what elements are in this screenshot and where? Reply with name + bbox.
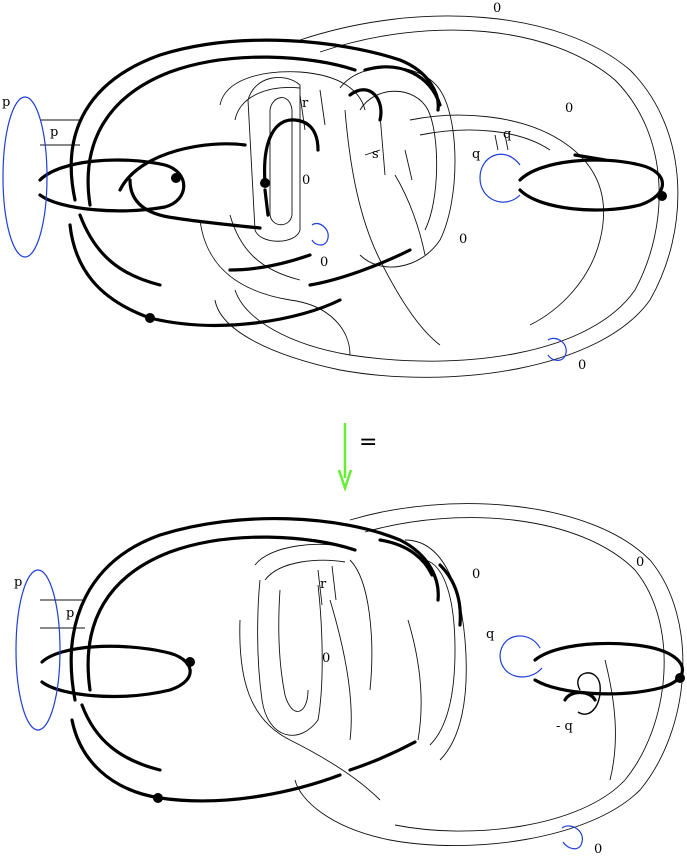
label-p-outer: p bbox=[2, 95, 10, 110]
meridian-q bbox=[499, 635, 543, 678]
label-minus-q: - q bbox=[556, 719, 573, 734]
dot bbox=[171, 173, 181, 183]
top-surface-lines bbox=[40, 15, 679, 378]
label-q-left: q bbox=[472, 147, 480, 162]
bottom-meridians bbox=[15, 569, 601, 850]
label-p-inner: p bbox=[66, 606, 74, 621]
label-r: r bbox=[320, 577, 327, 592]
meridian-small bbox=[311, 222, 329, 246]
label-r: r bbox=[302, 96, 309, 111]
meridian-bottom bbox=[547, 337, 567, 361]
bottom-dots bbox=[153, 657, 685, 803]
label-zero-small: 0 bbox=[320, 255, 328, 270]
label-zero-top: 0 bbox=[493, 1, 501, 16]
dot bbox=[153, 793, 163, 803]
top-thick-strands bbox=[38, 38, 665, 327]
label-zero-tube: 0 bbox=[472, 567, 480, 582]
label-s: s bbox=[372, 147, 379, 162]
label-zero-right: 0 bbox=[565, 101, 573, 116]
meridian-minus-q bbox=[577, 672, 601, 715]
meridian-q bbox=[479, 153, 521, 203]
meridian-p bbox=[15, 569, 61, 731]
equals-sign: = bbox=[359, 430, 377, 455]
label-q: q bbox=[486, 627, 494, 642]
top-blue-meridians bbox=[2, 96, 567, 361]
dot bbox=[260, 178, 270, 188]
bottom-diagram: p p r 0 0 0 q - q 0 bbox=[14, 503, 685, 856]
equivalence-arrow: = bbox=[337, 423, 377, 492]
label-zero-right: 0 bbox=[636, 555, 644, 570]
top-dots bbox=[145, 173, 667, 323]
label-zero-mid: 0 bbox=[302, 173, 310, 188]
meridian-bottom bbox=[561, 825, 583, 850]
label-q-right: q bbox=[503, 127, 511, 142]
dot bbox=[675, 673, 685, 683]
label-zero-lower: 0 bbox=[459, 232, 467, 247]
label-p-outer: p bbox=[14, 575, 22, 590]
dot bbox=[657, 191, 667, 201]
label-zero-center: 0 bbox=[322, 651, 330, 666]
dot bbox=[185, 657, 195, 667]
meridian-p bbox=[2, 96, 48, 258]
label-zero-bottom: 0 bbox=[594, 842, 602, 856]
bottom-labels: p p r 0 0 0 q - q 0 bbox=[14, 555, 644, 856]
dot bbox=[145, 313, 155, 323]
bottom-surface-lines bbox=[40, 503, 684, 846]
label-zero-bottom: 0 bbox=[578, 358, 586, 373]
label-p-inner: p bbox=[50, 125, 58, 140]
bottom-thick-strands bbox=[40, 516, 685, 803]
top-labels: p p r s q q 0 0 0 0 0 0 bbox=[2, 1, 586, 373]
top-diagram: p p r s q q 0 0 0 0 0 0 bbox=[2, 1, 679, 378]
